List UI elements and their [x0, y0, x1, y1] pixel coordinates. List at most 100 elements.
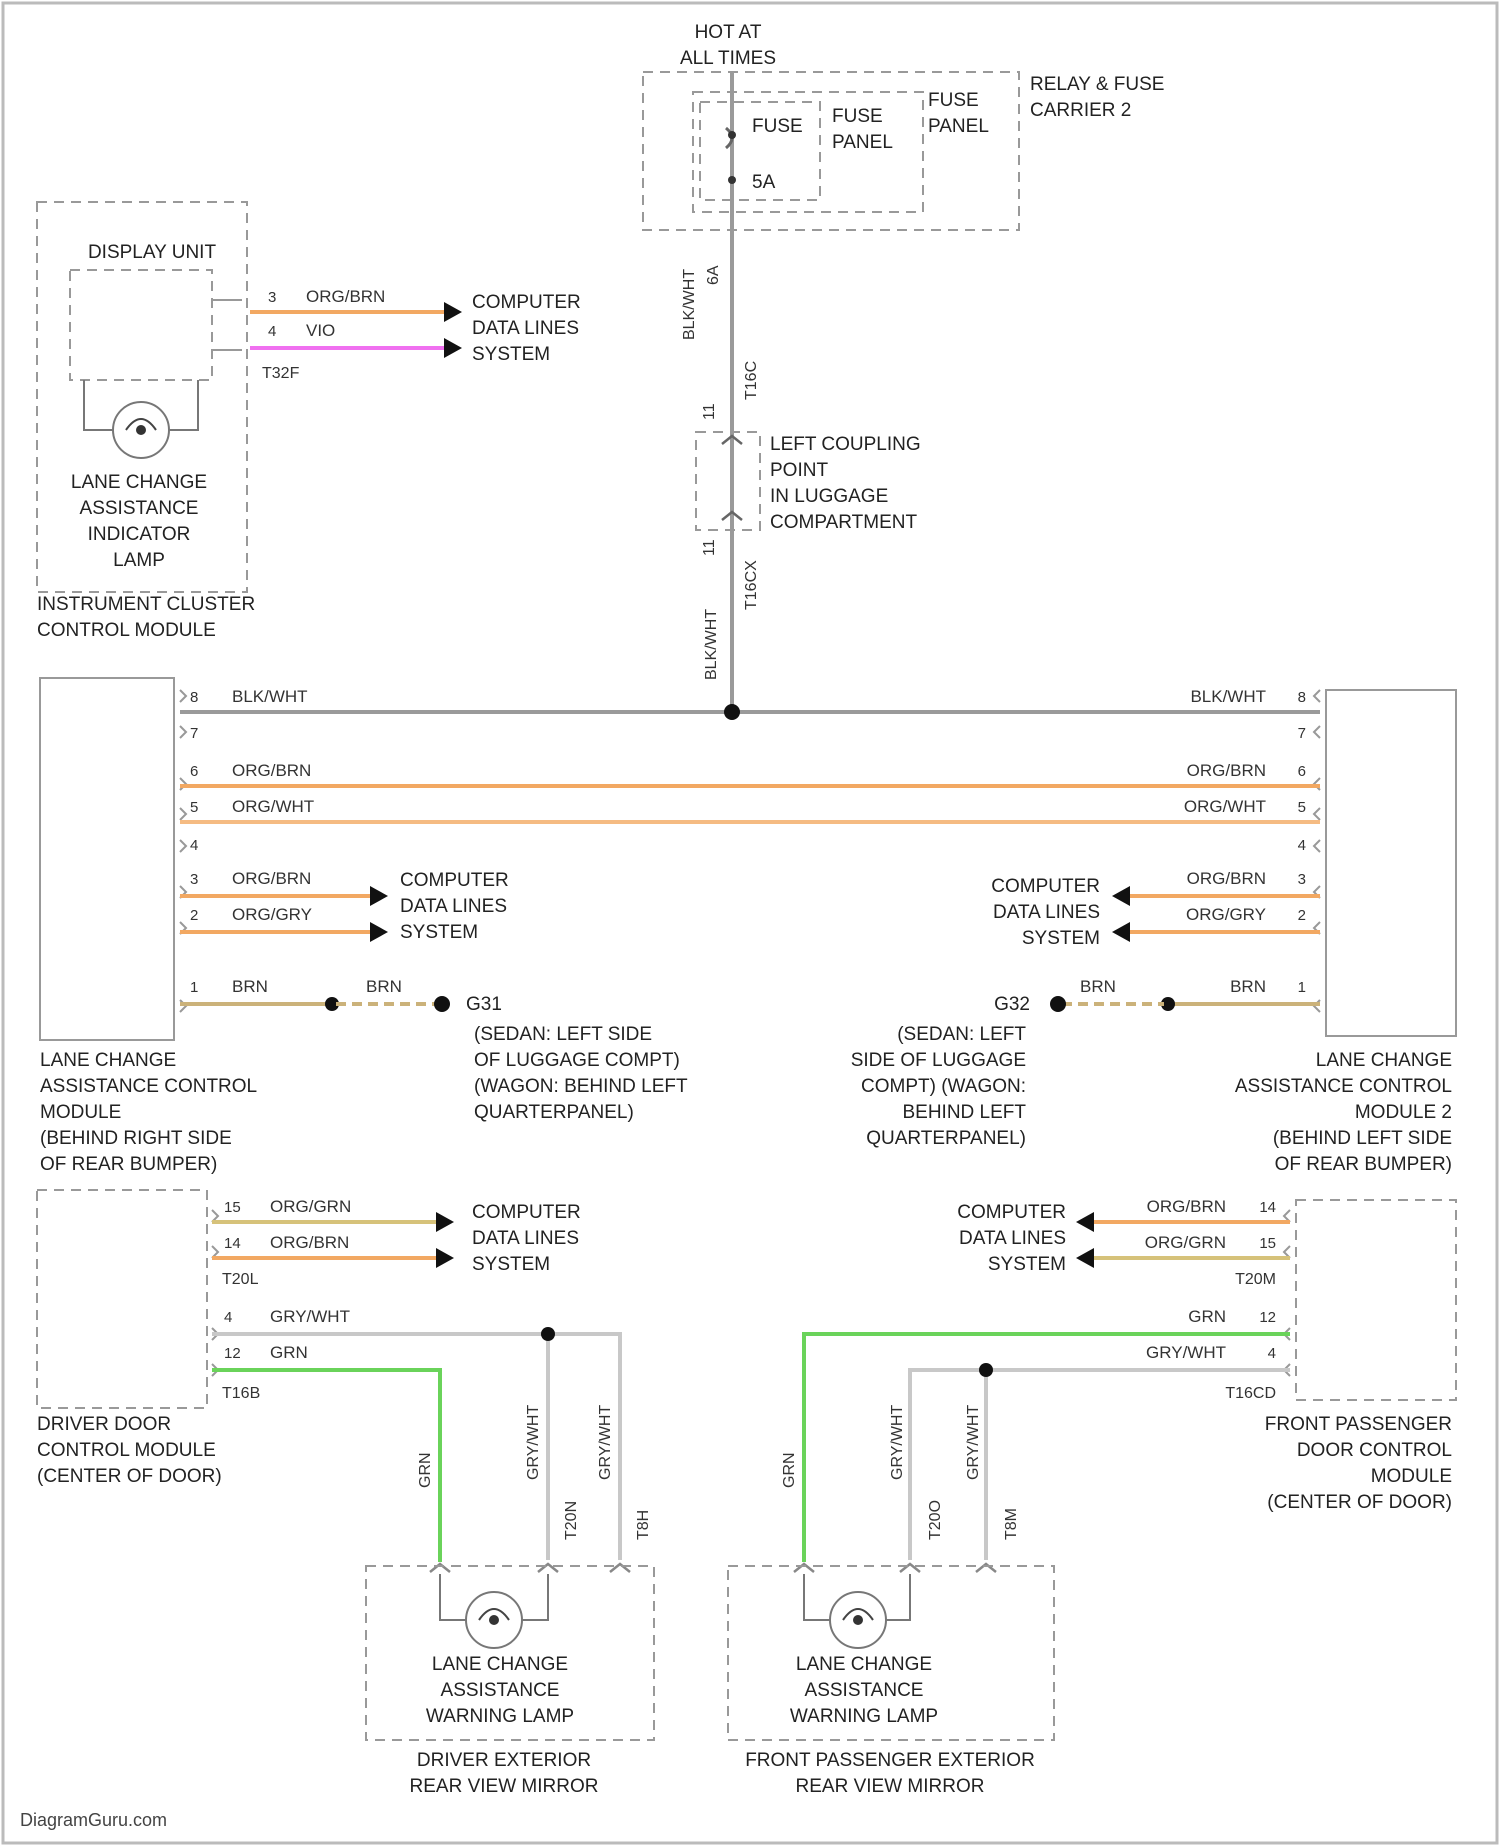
indicator-lamp-label-3: INDICATOR: [88, 524, 191, 545]
driver-mirror-conn2: T8H: [635, 1510, 652, 1540]
splice-blk-wht: [724, 704, 740, 720]
passenger-lamp-label-1: LANE CHANGE: [796, 1654, 932, 1675]
left-cdl-arrow-1: [370, 886, 388, 906]
display-unit-leads: [212, 300, 242, 350]
left-ground-point: [434, 996, 450, 1012]
left-ground-loc-1: (SEDAN: LEFT SIDE: [474, 1024, 652, 1045]
passenger-mirror-connectors: [794, 1564, 996, 1572]
left-pin-2: 2: [190, 907, 198, 924]
passenger-lamp-label-3: WARNING LAMP: [790, 1706, 938, 1727]
fuse-amperage: 5A: [752, 172, 776, 193]
cluster-wire-2-color: VIO: [306, 321, 335, 340]
cluster-arrow-1: [444, 302, 462, 322]
connector-t32f: T32F: [262, 365, 300, 382]
left-cdl-1: COMPUTER: [400, 870, 509, 891]
coupling-wire-color: BLK/WHT: [703, 609, 720, 680]
passenger-lamp-label-2: ASSISTANCE: [805, 1680, 924, 1701]
fuse-section: HOT AT ALL TIMES RELAY & FUSE CARRIER 2 …: [643, 22, 1164, 712]
right-wire-8-color: BLK/WHT: [1190, 687, 1266, 706]
fuse-panel-b-2: PANEL: [832, 132, 893, 153]
left-module-label-4: (BEHIND RIGHT SIDE: [40, 1128, 232, 1149]
left-cdl: COMPUTER DATA LINES SYSTEM: [180, 870, 509, 943]
right-ground-loc-3: COMPT) (WAGON:: [861, 1076, 1026, 1097]
indicator-lamp-label-2: ASSISTANCE: [80, 498, 199, 519]
indicator-lamp-label-4: LAMP: [113, 550, 165, 571]
right-ground: BRN G32 (SEDAN: LEFT SIDE OF LUGGAGE COM…: [851, 977, 1320, 1149]
right-cdl-arrow-2: [1112, 922, 1130, 942]
left-module-label-5: OF REAR BUMPER): [40, 1154, 217, 1175]
passenger-cdl-2: DATA LINES: [959, 1228, 1066, 1249]
cluster-module-label-2: CONTROL MODULE: [37, 620, 216, 641]
right-ground-loc-2: SIDE OF LUGGAGE: [851, 1050, 1026, 1071]
coupling-section: LEFT COUPLING POINT IN LUGGAGE COMPARTME…: [696, 432, 921, 680]
passenger-door-module: FRONT PASSENGER DOOR CONTROL MODULE (CEN…: [804, 1197, 1456, 1562]
right-ground-loc-5: QUARTERPANEL): [866, 1128, 1026, 1149]
driver-mirror-label-2: REAR VIEW MIRROR: [410, 1776, 599, 1797]
passenger-cdl-1: COMPUTER: [957, 1202, 1066, 1223]
passenger-mirror-conn1: T20O: [927, 1500, 944, 1540]
coupling-label-1: LEFT COUPLING: [770, 434, 921, 455]
left-wire-8-color: BLK/WHT: [232, 687, 308, 706]
driver-pin-15-color: ORG/GRN: [270, 1197, 351, 1216]
driver-lamp-label-2: ASSISTANCE: [441, 1680, 560, 1701]
right-module-label-5: OF REAR BUMPER): [1275, 1154, 1452, 1175]
driver-door-label-2: CONTROL MODULE: [37, 1440, 216, 1461]
right-pin-labels: 8 BLK/WHT 7 6 ORG/BRN 5 ORG/WHT 4 3 ORG/…: [1184, 687, 1306, 996]
passenger-lamp-center: [853, 1615, 863, 1625]
right-module-connector: [1314, 690, 1320, 1012]
driver-mirror-grn: GRN: [417, 1452, 434, 1488]
left-module-connector: [180, 690, 186, 1012]
driver-pin-4: 4: [224, 1309, 232, 1326]
driver-lamp-label-1: LANE CHANGE: [432, 1654, 568, 1675]
right-module-label-1: LANE CHANGE: [1316, 1050, 1452, 1071]
left-wire-5-color: ORG/WHT: [232, 797, 314, 816]
left-module-label-1: LANE CHANGE: [40, 1050, 176, 1071]
cluster-pin-4: 4: [268, 323, 276, 340]
supply-wire-mark: 6A: [705, 265, 722, 285]
coupling-label-3: IN LUGGAGE: [770, 486, 888, 507]
driver-door-label-1: DRIVER DOOR: [37, 1414, 171, 1435]
relay-fuse-label-2: CARRIER 2: [1030, 100, 1131, 121]
passenger-pin-15-color: ORG/GRN: [1145, 1233, 1226, 1252]
passenger-arrow-1: [1076, 1212, 1094, 1232]
connector-t16cd: T16CD: [1225, 1385, 1276, 1402]
hot-label-2: ALL TIMES: [680, 48, 776, 69]
driver-splice: [541, 1327, 555, 1341]
left-ground-loc-2: OF LUGGAGE COMPT): [474, 1050, 680, 1071]
right-pin-5: 5: [1298, 799, 1306, 816]
right-ground-loc-4: BEHIND LEFT: [902, 1102, 1026, 1123]
passenger-cdl-3: SYSTEM: [988, 1254, 1066, 1275]
left-pin-4: 4: [190, 837, 198, 854]
driver-pin-12-color: GRN: [270, 1343, 308, 1362]
right-wire-5-color: ORG/WHT: [1184, 797, 1266, 816]
passenger-pin-12: 12: [1259, 1309, 1276, 1326]
driver-door-label-3: (CENTER OF DOOR): [37, 1466, 222, 1487]
fuse-panel-c-1: FUSE: [928, 90, 979, 111]
driver-cdl-1: COMPUTER: [472, 1202, 581, 1223]
passenger-pin-15: 15: [1259, 1235, 1276, 1252]
brand-watermark: DiagramGuru.com: [20, 1810, 167, 1830]
fuse-label: FUSE: [752, 116, 803, 137]
supply-wire-color: BLK/WHT: [681, 269, 698, 340]
driver-arrow-1: [436, 1212, 454, 1232]
connector-pin-11a: 11: [701, 403, 718, 420]
passenger-arrow-2: [1076, 1248, 1094, 1268]
left-pin-6: 6: [190, 763, 198, 780]
right-ground-brn2: BRN: [1080, 977, 1116, 996]
passenger-mirror-grn: GRN: [781, 1452, 798, 1488]
left-module-box: [40, 678, 174, 1040]
passenger-mirror-gw1: GRY/WHT: [889, 1405, 906, 1480]
passenger-door-label-1: FRONT PASSENGER: [1265, 1414, 1452, 1435]
left-wire-6-color: ORG/BRN: [232, 761, 311, 780]
driver-arrow-2: [436, 1248, 454, 1268]
driver-wire-gry-wht: [212, 1334, 620, 1560]
right-pin-1: 1: [1298, 979, 1306, 996]
right-wire-1-color: BRN: [1230, 977, 1266, 996]
right-ground-point: [1050, 996, 1066, 1012]
right-module-label-3: MODULE 2: [1355, 1102, 1452, 1123]
left-ground: BRN G31 (SEDAN: LEFT SIDE OF LUGGAGE COM…: [180, 977, 688, 1123]
hot-label-1: HOT AT: [695, 22, 762, 43]
cluster-pin-3: 3: [268, 289, 276, 306]
left-module: LANE CHANGE ASSISTANCE CONTROL MODULE (B…: [40, 678, 257, 1175]
